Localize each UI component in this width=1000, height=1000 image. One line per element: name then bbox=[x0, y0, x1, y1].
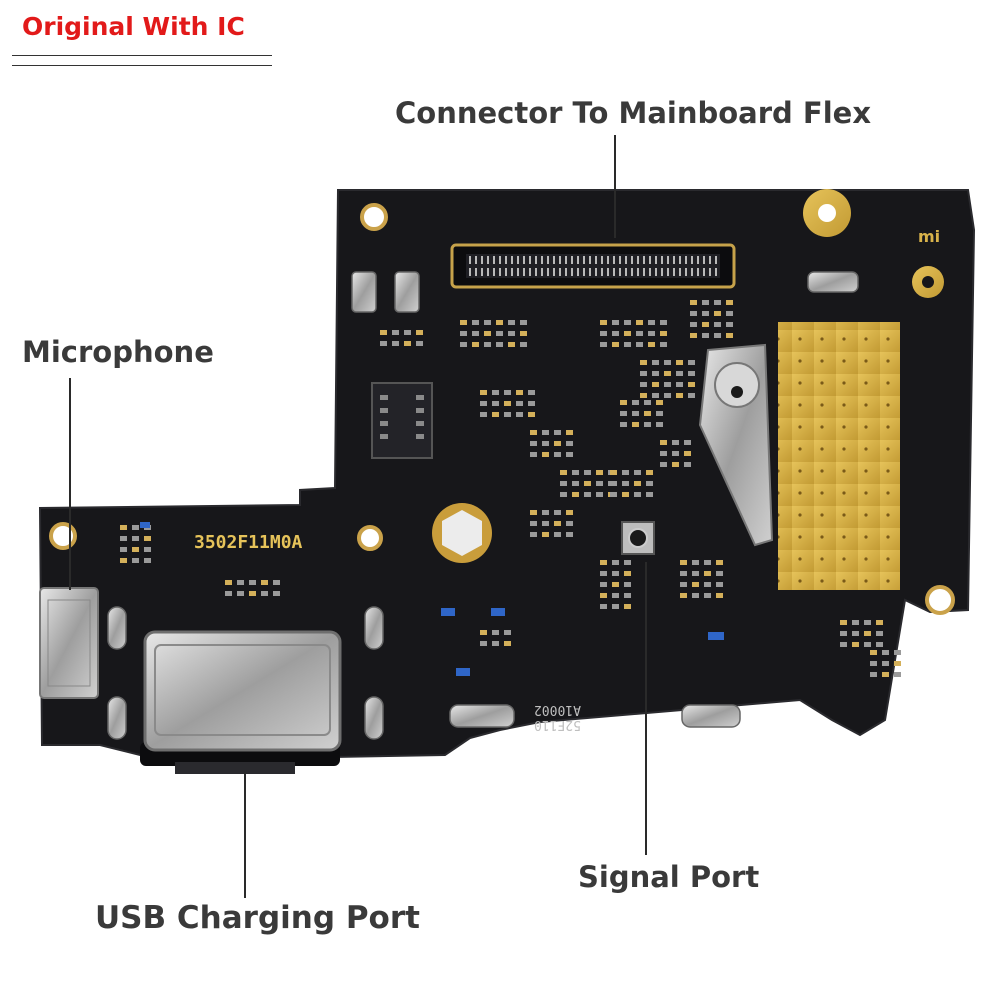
header-divider-bottom bbox=[12, 65, 272, 66]
connector-pins bbox=[469, 256, 717, 276]
header-divider-top bbox=[12, 55, 272, 56]
microphone-component bbox=[39, 587, 99, 699]
mainboard-flex-connector bbox=[450, 243, 736, 289]
microphone-callout: Microphone bbox=[22, 335, 214, 369]
signal-port-callout: Signal Port bbox=[578, 860, 760, 894]
board-part-number: 3502F11M0A bbox=[194, 532, 303, 553]
board-code-b: 52F110 bbox=[534, 717, 581, 732]
board-code-a: A10002 bbox=[534, 702, 581, 717]
hex-pad bbox=[432, 503, 492, 563]
contact-pads bbox=[107, 271, 859, 740]
board-brand-mark: mi bbox=[918, 227, 940, 246]
mini-connector bbox=[371, 382, 433, 459]
usb-charging-port bbox=[140, 630, 342, 774]
coax-signal-port bbox=[621, 521, 655, 555]
usb-port-callout: USB Charging Port bbox=[95, 900, 420, 936]
smd-components bbox=[120, 300, 901, 677]
ground-ring-pad bbox=[803, 189, 944, 298]
blue-components bbox=[140, 522, 724, 676]
connector-callout: Connector To Mainboard Flex bbox=[395, 96, 872, 130]
antenna-spring-clip bbox=[698, 343, 774, 547]
header-badge: Original With IC bbox=[22, 12, 245, 41]
gold-shield-pad bbox=[778, 322, 900, 590]
